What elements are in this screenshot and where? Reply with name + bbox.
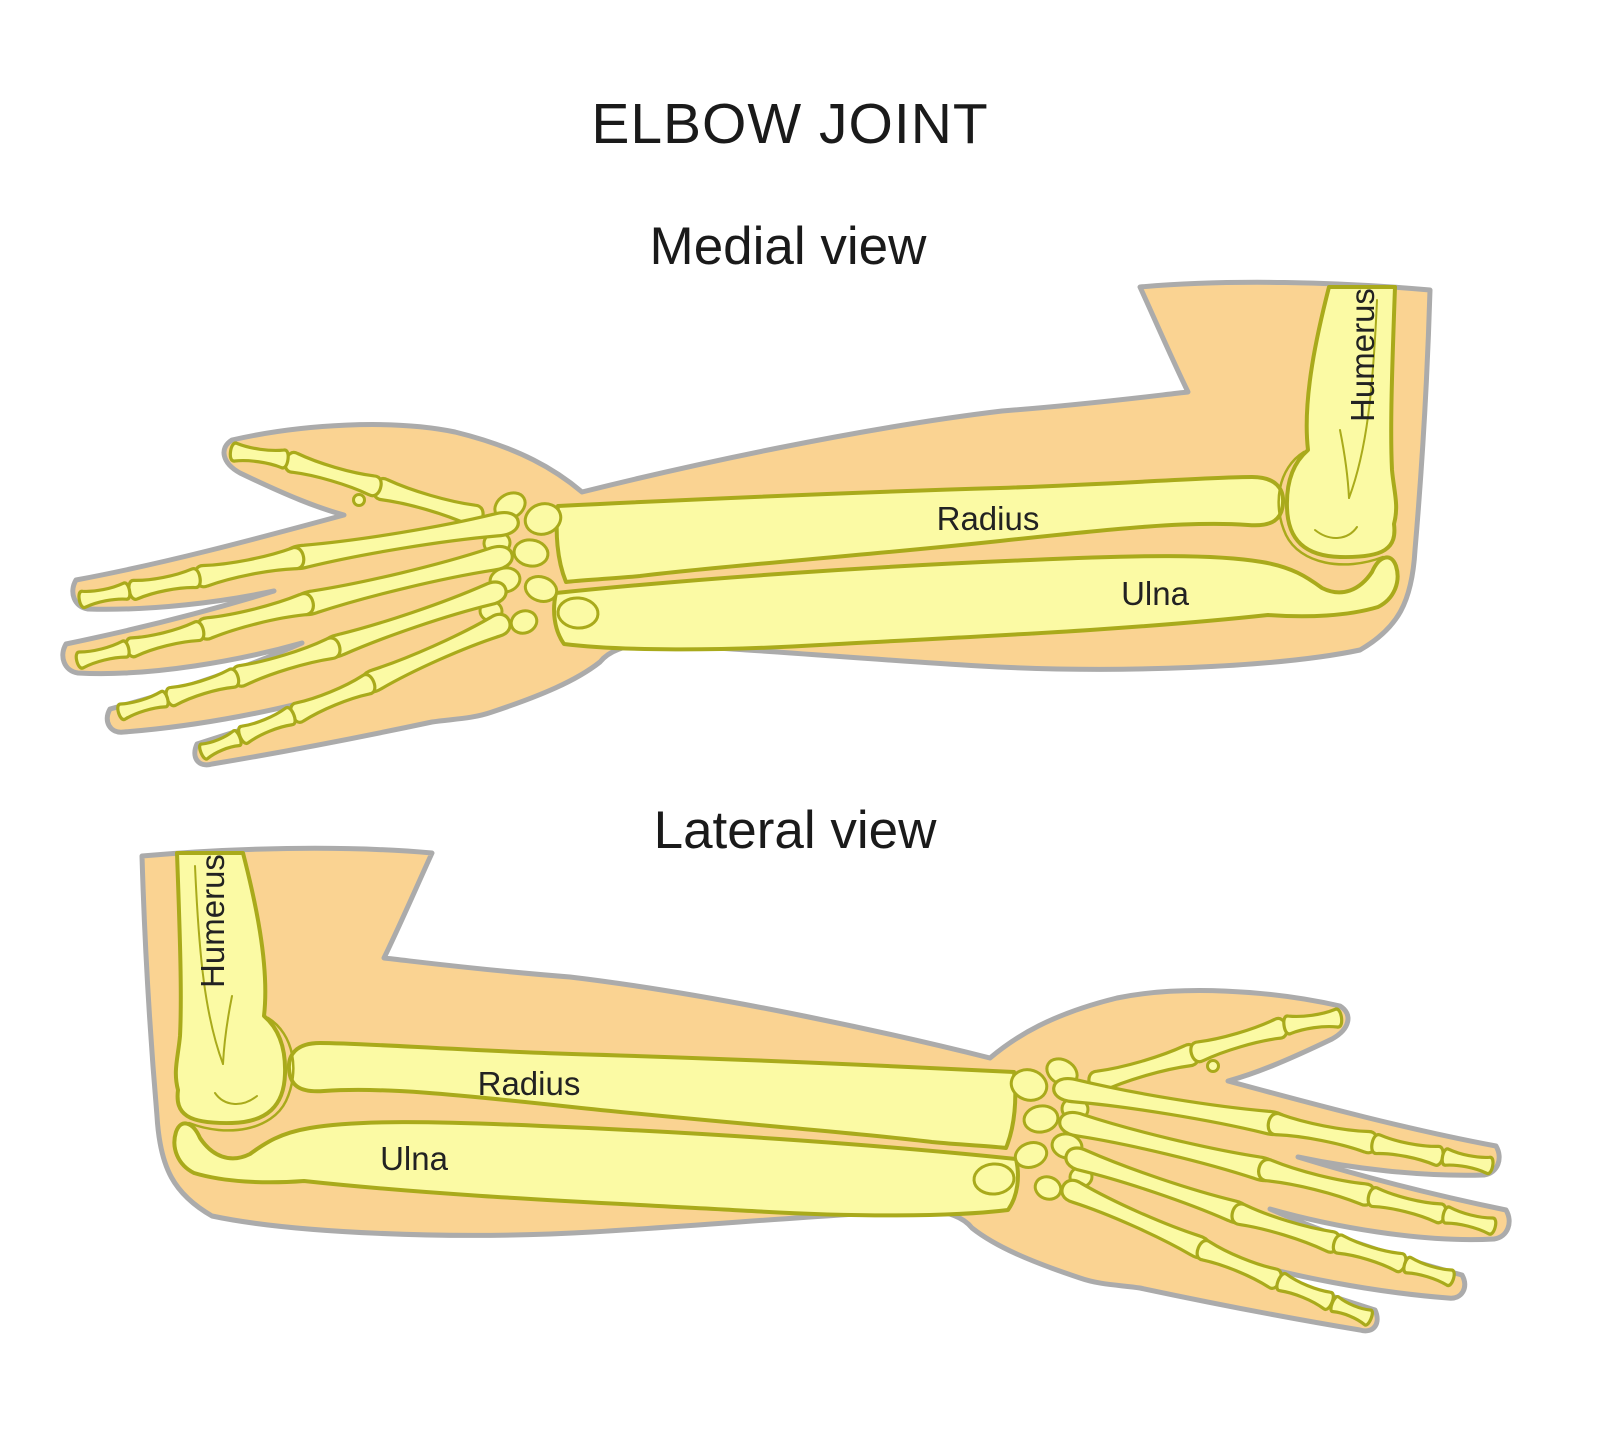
lateral-view-heading: Lateral view (654, 801, 938, 860)
medial-bone-labels: Humerus Radius Ulna (937, 288, 1381, 612)
lateral-humerus-label: Humerus (194, 854, 231, 988)
medial-ulna-label: Ulna (1121, 575, 1190, 612)
lateral-arm (142, 848, 1509, 1331)
medial-arm (63, 282, 1430, 765)
medial-view-heading: Medial view (650, 217, 928, 276)
lateral-ulna-label: Ulna (380, 1140, 449, 1177)
medial-radius-label: Radius (937, 500, 1040, 537)
medial-humerus-label: Humerus (1344, 288, 1381, 422)
page-title: ELBOW JOINT (591, 92, 988, 156)
lateral-radius-label: Radius (478, 1065, 581, 1102)
lateral-bone-labels: Humerus Radius Ulna (194, 854, 580, 1177)
